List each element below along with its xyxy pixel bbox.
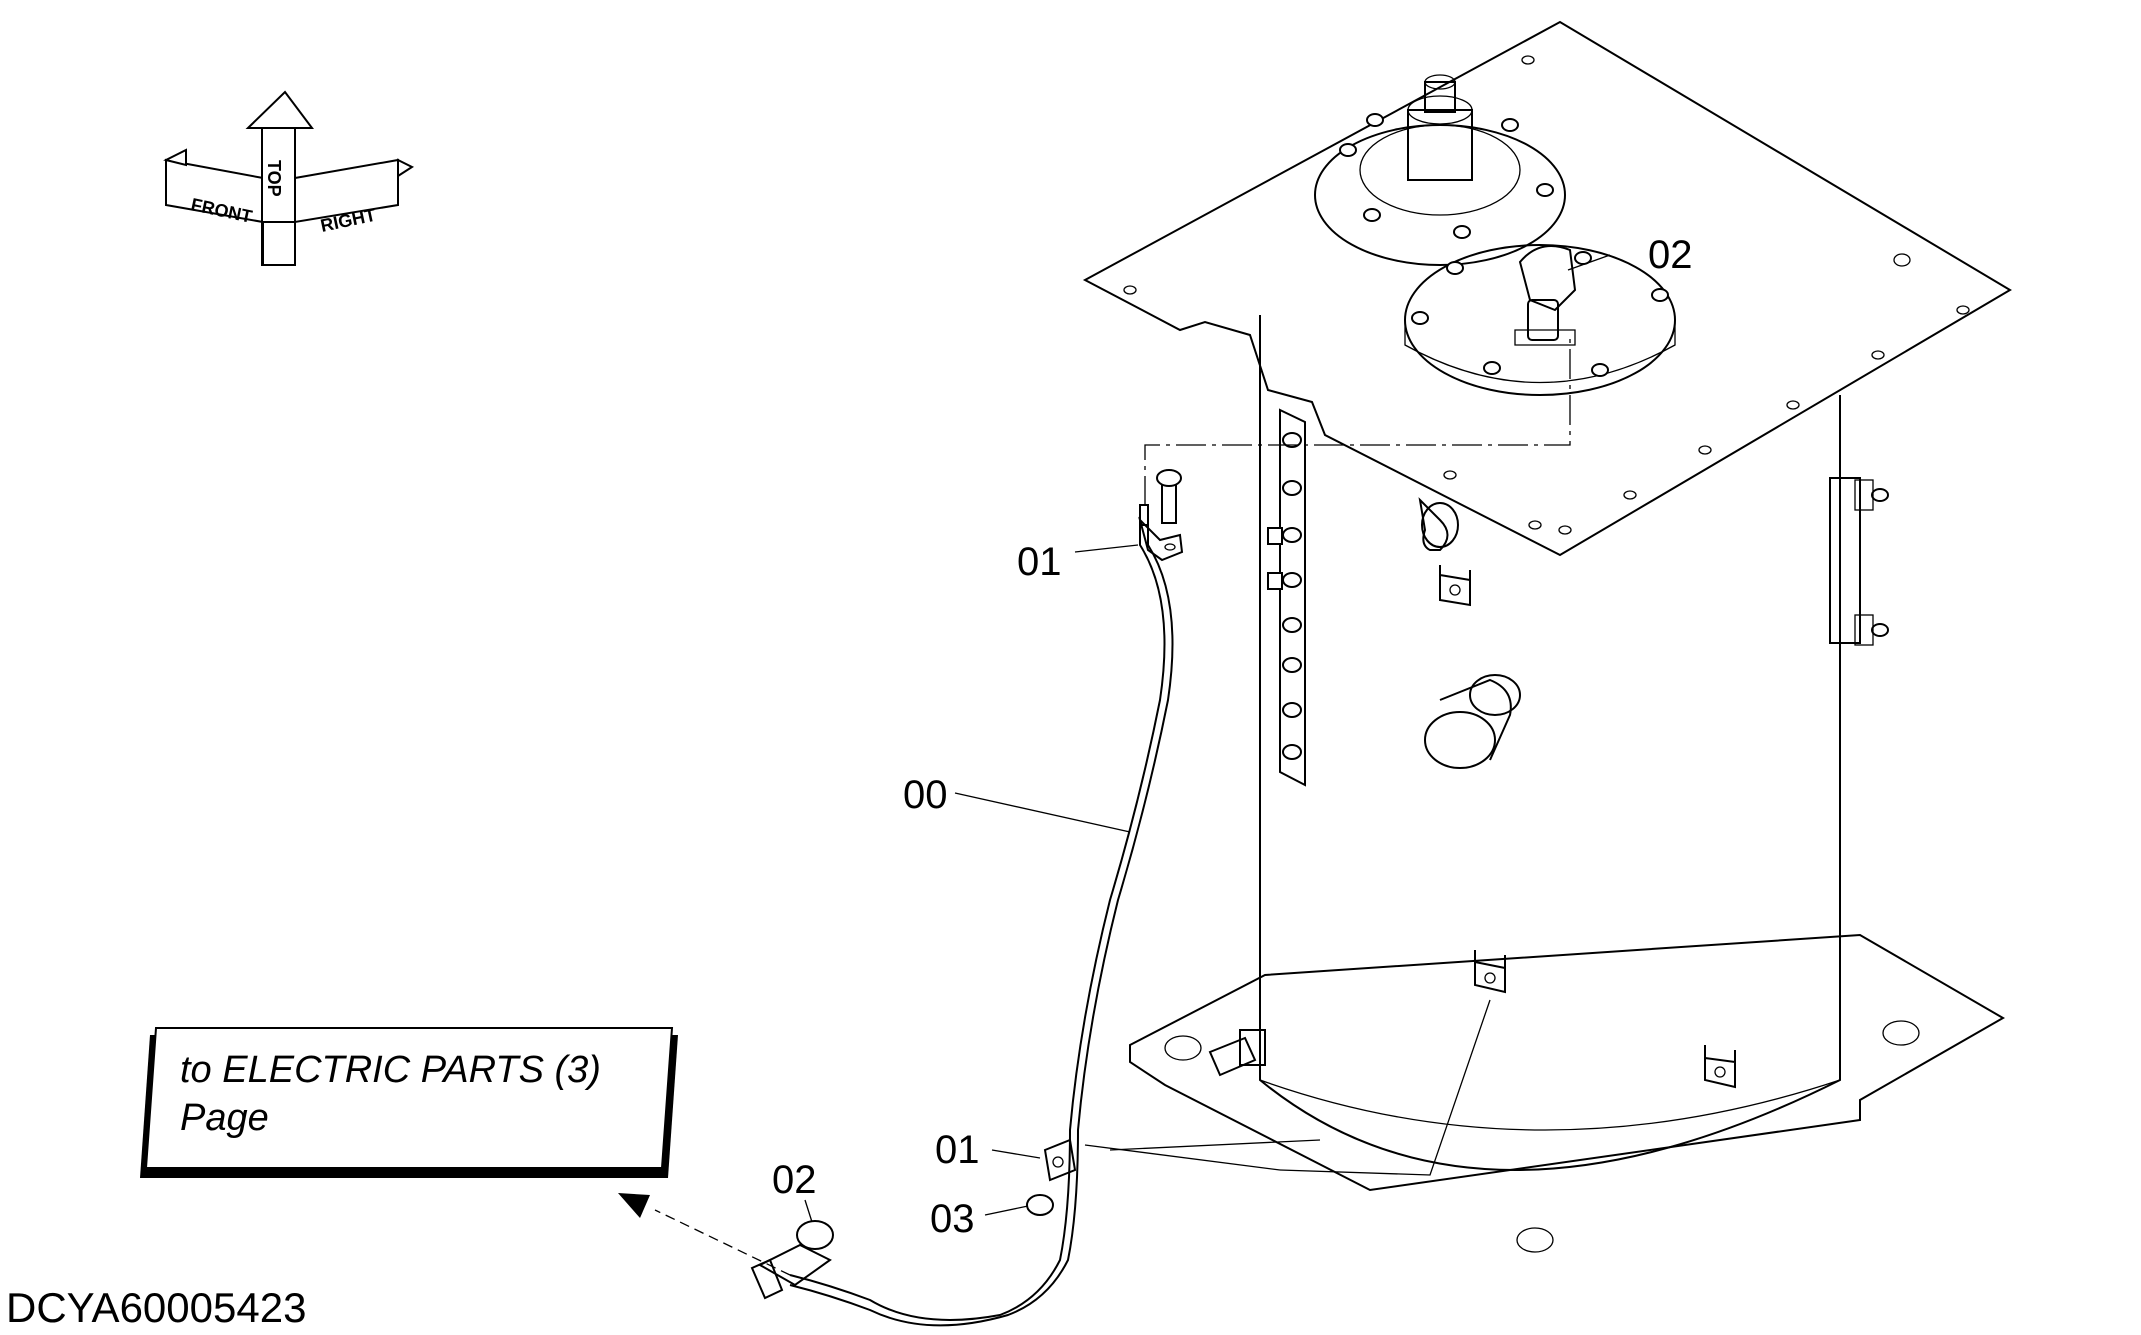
callout-02-top: 02 [1648,233,1693,277]
upper-ring-terminal [1138,516,1184,562]
callout-leaders [618,254,1611,1276]
base-hole-right [1882,1020,1920,1046]
clip-brackets [1439,565,1736,1089]
right-arrow-head [397,158,415,178]
callout-01-upper: 01 [1017,540,1062,584]
reference-text-line2: Page [180,1097,269,1139]
base-hole-left [1164,1035,1202,1061]
bottom-ring-terminal [796,1220,834,1250]
top-arrow-base [262,221,296,266]
callout-03: 03 [930,1197,975,1241]
callout-01-lower: 01 [935,1128,980,1172]
reference-box: to ELECTRIC PARTS (3) Page [140,1027,678,1178]
pipe-ports [1418,497,1521,769]
tank-assembly [1082,20,2012,1253]
top-label: TOP [264,160,284,197]
base-hole-bottom [1516,1227,1554,1253]
base-plate [1129,933,2006,1192]
sensor-body [1518,245,1577,312]
callout-02-bottom: 02 [772,1158,817,1202]
lower-clamp [1043,1138,1077,1182]
nut [1026,1194,1054,1216]
upper-terminal-pin [1139,504,1149,526]
leader-lines [1084,335,1571,1176]
base-connector [1208,1029,1266,1077]
orientation-indicator: FRONT RIGHT TOP [163,90,415,266]
reference-text-line1: to ELECTRIC PARTS (3) [180,1049,601,1091]
cable-main-edge [789,510,1174,1327]
front-arrow-head [163,148,187,167]
cable-main [789,510,1166,1321]
callout-00: 00 [903,773,948,817]
sensor-flange [1404,244,1676,396]
top-plate [1082,20,2012,557]
reference-arrowhead [618,1193,650,1218]
ground-cable [750,469,1184,1327]
tank-cylinder [1259,315,1841,1171]
filler-flange [1314,74,1566,266]
tank-bottom-edge [1259,1079,1841,1131]
sight-gauge [1829,477,1889,646]
rail-fittings [1267,432,1302,760]
top-arrow-head [245,90,314,129]
drawing-id: DCYA60005423 [6,1284,306,1331]
top-plate-holes [1123,55,1970,535]
gauge-rail [1267,408,1306,787]
